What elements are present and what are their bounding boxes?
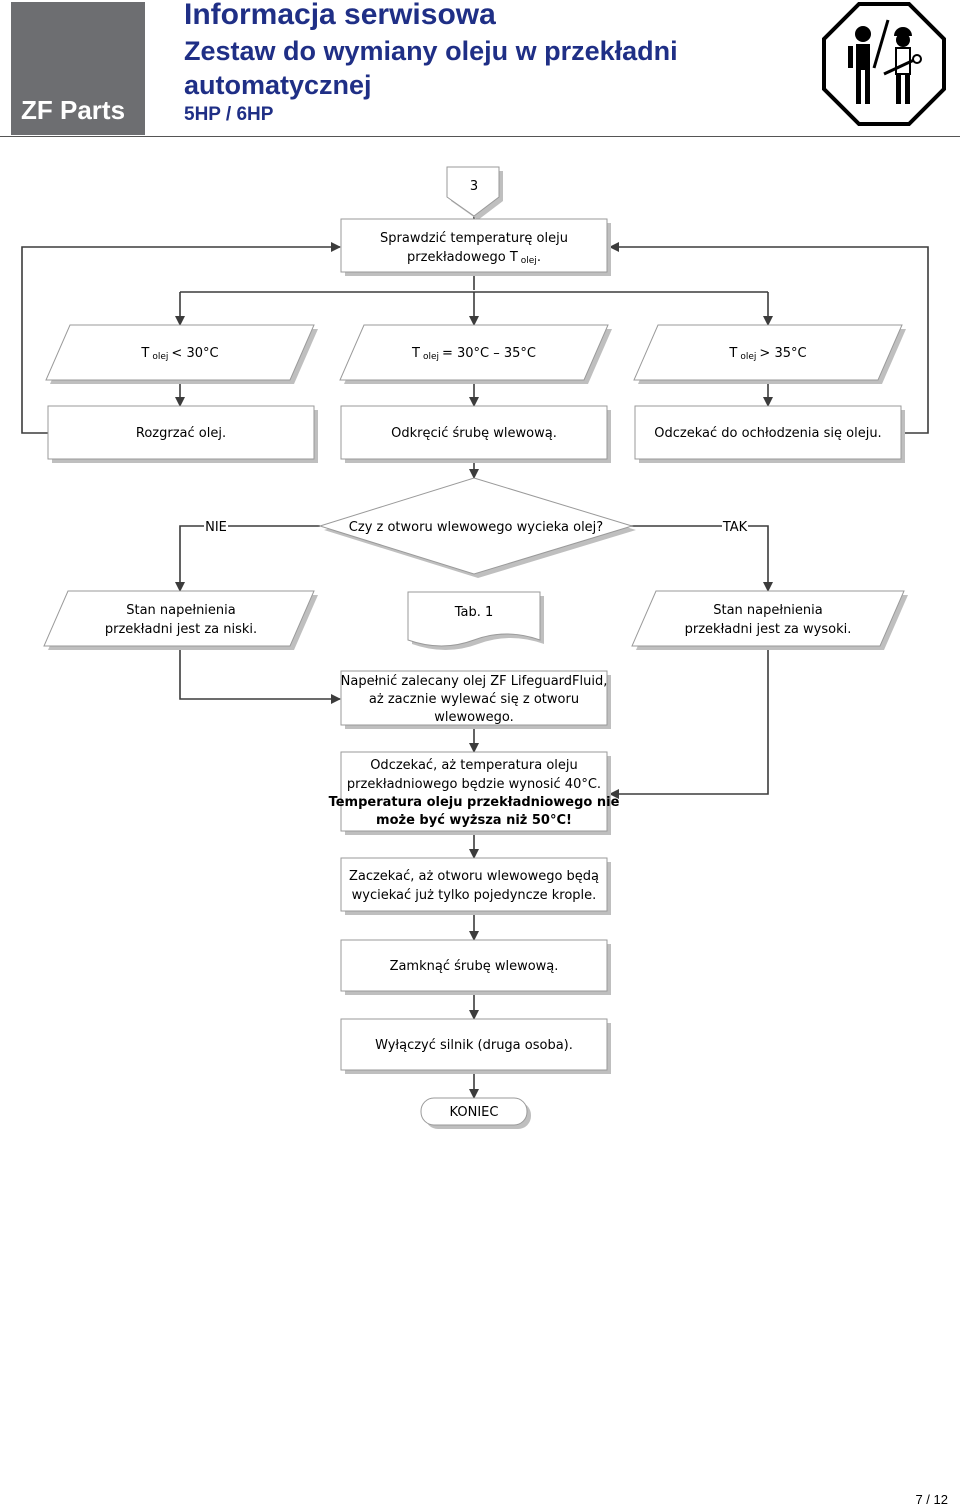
svg-text:Czy z otworu wlewowego wycieka: Czy z otworu wlewowego wycieka olej? [349,520,603,535]
svg-text:Stan napełnienia: Stan napełnienia [126,603,236,618]
svg-text:Odczekać do ochłodzenia się ol: Odczekać do ochłodzenia się oleju. [654,426,881,441]
svg-text:Napełnić zalecany olej ZF Life: Napełnić zalecany olej ZF LifeguardFluid… [341,674,608,689]
transmission-model: 5HP / 6HP [184,104,274,125]
svg-text:Zaczekać, aż otworu wlewowego: Zaczekać, aż otworu wlewowego będą [349,869,599,884]
brand-logo: ZF Parts [11,2,145,135]
svg-text:przekładni jest za wysoki.: przekładni jest za wysoki. [685,622,852,637]
page-subtitle-line2: automatycznej [184,70,372,100]
temperature-warning-line2: może być wyższa niż 50°C! [376,813,572,828]
two-workers-warning-octagon-icon [822,2,946,126]
brand-name: ZF Parts [21,95,126,125]
svg-text:przekładni jest za niski.: przekładni jest za niski. [105,622,257,637]
connector-number: 3 [470,179,478,194]
action-wait-cool: Odczekać do ochłodzenia się oleju. [634,405,905,463]
step-wait-drip: Zaczekać, aż otworu wlewowego będą wycie… [340,857,611,915]
decision-yes-label: TAK [722,520,748,535]
svg-text:przekładniowego będzie wynosić: przekładniowego będzie wynosić 40°C. [347,777,601,792]
header-divider [0,136,960,137]
svg-text:Odczekać, aż temperatura oleju: Odczekać, aż temperatura oleju [370,758,578,773]
svg-text:wyciekać już tylko pojedyncze: wyciekać już tylko pojedyncze krople. [352,888,597,903]
svg-text:Zamknąć śrubę wlewową.: Zamknąć śrubę wlewową. [390,959,559,974]
svg-text:KONIEC: KONIEC [450,1105,499,1120]
temperature-warning-line1: Temperatura oleju przekładniowego nie [329,795,620,810]
svg-text:aż zacznie wylewać się z otwor: aż zacznie wylewać się z otworu [369,692,579,707]
reference-table-label: Tab. 1 [454,605,494,620]
result-level-too-low: Stan napełnienia przekładni jest za nisk… [43,590,318,650]
step-close-plug: Zamknąć śrubę wlewową. [340,939,611,995]
action-warm-oil: Rozgrzać olej. [47,405,318,463]
check-temperature-step: Sprawdzić temperaturę oleju przekładoweg… [340,218,611,276]
step-wait-temperature: Odczekać, aż temperatura oleju przekładn… [329,751,620,835]
reference-table-document: Tab. 1 [407,591,544,650]
check-temperature-line1: Sprawdzić temperaturę oleju [380,231,568,246]
page-number: 7 / 12 [915,1492,948,1507]
result-level-too-high: Stan napełnienia przekładni jest za wyso… [631,590,908,650]
step-engine-off: Wyłączyć silnik (druga osoba). [340,1018,611,1074]
svg-text:wlewowego.: wlewowego. [434,710,514,725]
page-subtitle-line1: Zestaw do wymiany oleju w przekładni [184,36,678,66]
step-fill-oil: Napełnić zalecany olej ZF LifeguardFluid… [340,670,611,729]
decision-no-label: NIE [205,520,227,535]
svg-text:Odkręcić śrubę wlewową.: Odkręcić śrubę wlewową. [391,426,557,441]
svg-text:Rozgrzać olej.: Rozgrzać olej. [136,426,226,441]
svg-text:Wyłączyć silnik (druga osoba).: Wyłączyć silnik (druga osoba). [375,1038,573,1053]
page-title: Informacja serwisowa [184,0,496,31]
action-unscrew-plug: Odkręcić śrubę wlewową. [340,405,611,463]
end-terminator: KONIEC [420,1097,531,1129]
svg-text:Stan napełnienia: Stan napełnienia [713,603,823,618]
flow-connectors [21,216,929,1099]
decision-oil-leaking: Czy z otworu wlewowego wycieka olej? [318,477,636,578]
start-connector: 3 [446,166,503,220]
